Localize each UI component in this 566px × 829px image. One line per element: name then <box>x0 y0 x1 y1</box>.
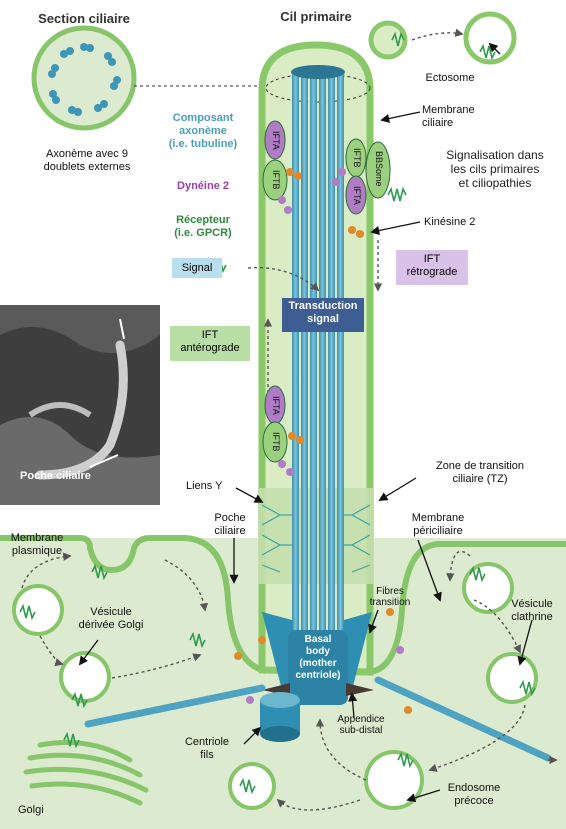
section-title: Section ciliaire <box>38 11 130 26</box>
ift-antero-box: IFT antérograde <box>170 326 250 361</box>
poche-photo-label: Poche ciliaire <box>20 470 91 482</box>
iftb-bottom: IFTB <box>271 432 281 452</box>
cytoplasmic-mt-right <box>374 676 552 762</box>
liens-y-label: Liens Y <box>186 480 223 492</box>
iftb-top: IFTB <box>271 170 281 190</box>
bbsome: BBSome <box>374 151 384 187</box>
ifta-bottom: IFTA <box>271 395 281 415</box>
callout-arrows <box>78 42 533 803</box>
basal-body-label: Basal body (mother centriole) <box>295 634 341 681</box>
sem-micrograph <box>0 305 160 505</box>
appendice-label: Appendice sub-distal <box>337 714 385 736</box>
cytoplasmic-mt-left <box>84 684 266 728</box>
centriole-fils-label: Centriole fils <box>184 736 230 761</box>
pericilary-pit <box>462 562 514 614</box>
membrane-ciliaire-label: Membrane ciliaire <box>422 104 475 129</box>
signal-box: Signal <box>172 258 222 278</box>
membrane-plasmique-label: Membrane plasmique <box>10 532 64 557</box>
endosome-label: Endosome précoce <box>447 782 501 807</box>
kinesine-label: Kinésine 2 <box>424 216 476 228</box>
axoneme <box>291 65 345 665</box>
vesicle-bottom <box>228 762 276 810</box>
traffic-arrows <box>21 240 558 811</box>
vesicle-golgi <box>59 651 111 703</box>
golgi <box>23 740 149 806</box>
ectosome-arrow <box>411 28 464 41</box>
plasma-membrane <box>0 535 566 676</box>
vesicle-1 <box>12 584 64 636</box>
receptors <box>19 31 536 795</box>
ift-retro-box: IFT rétrograde <box>396 250 468 285</box>
iftb-right: IFTB <box>352 148 362 168</box>
legend-composant: Composant axonème (i.e. tubuline) <box>168 112 238 150</box>
ectosome-label: Ectosome <box>425 72 475 84</box>
basal-body <box>288 630 348 705</box>
sem-image <box>0 305 160 505</box>
ectosome <box>463 11 517 65</box>
legend-dyneine: Dynéine 2 <box>177 180 229 192</box>
vesicule-golgi-label: Vésicule dérivée Golgi <box>78 606 144 631</box>
fibres-transition-label: Fibres transition <box>369 586 411 608</box>
motors <box>234 168 412 714</box>
doublets <box>48 43 121 116</box>
ifta-top: IFTA <box>271 130 281 150</box>
legend-recepteur: Récepteur (i.e. GPCR) <box>174 214 232 239</box>
vesicule-clathrine-label: Vésicule clathrine <box>511 598 553 623</box>
ift-complexes <box>262 120 391 463</box>
membrane-periciliaire-label: Membrane périciliaire <box>411 512 465 537</box>
cil-title: Cil primaire <box>280 9 352 24</box>
ifta-right: IFTA <box>352 185 362 205</box>
ectosome-bud <box>368 20 408 60</box>
zone-transition-label: Zone de transition ciliaire (TZ) <box>435 460 525 485</box>
golgi-label: Golgi <box>18 804 44 816</box>
poche-ciliaire-label: Poche ciliaire <box>214 512 246 537</box>
signalisation-label: Signalisation dans les cils primaires et… <box>446 148 544 190</box>
axoneme-label: Axonème avec 9 doublets externes <box>43 148 131 173</box>
daughter-centriole <box>260 692 300 742</box>
transduction-box: Transduction signal <box>282 298 364 332</box>
vesicle-clathrin <box>486 652 538 704</box>
